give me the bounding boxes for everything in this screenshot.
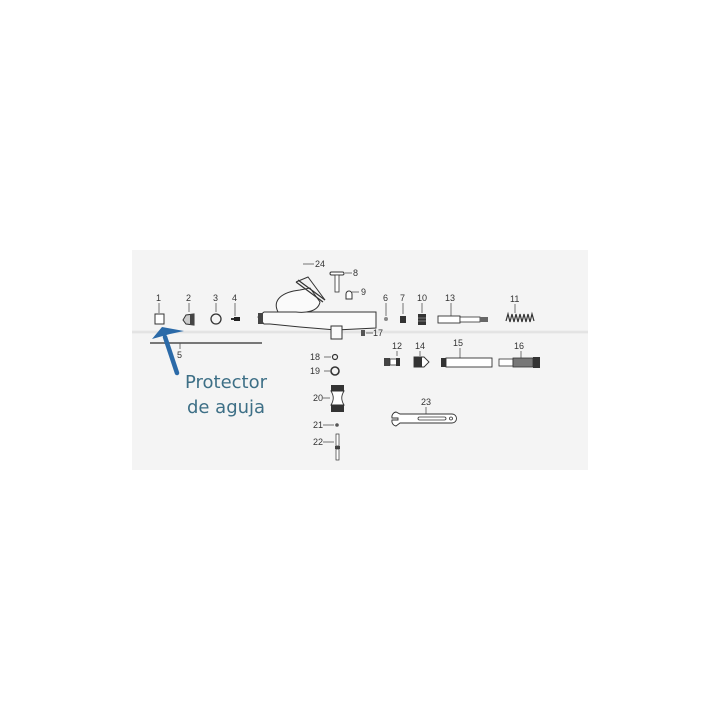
annotation-line-1: Protector <box>184 372 268 393</box>
part-7-guide: 7 <box>400 293 406 323</box>
part-17-screw: 17 <box>361 328 383 338</box>
svg-text:23: 23 <box>421 397 431 407</box>
svg-text:9: 9 <box>361 287 366 297</box>
paper-crease <box>132 330 588 334</box>
svg-text:6: 6 <box>383 293 388 303</box>
part-11-spring: 11 <box>505 294 535 323</box>
annotation-label: Protector de aguja <box>171 370 281 420</box>
svg-text:10: 10 <box>417 293 427 303</box>
svg-text:3: 3 <box>213 293 218 303</box>
part-14-adjust-nut: 14 <box>413 341 430 368</box>
part-2-nozzle-cap: 2 <box>182 293 195 326</box>
part-3-o-ring: 3 <box>210 293 222 325</box>
svg-text:12: 12 <box>392 341 402 351</box>
part-9-lever: 9 <box>345 287 366 300</box>
svg-text:5: 5 <box>177 350 182 360</box>
svg-text:11: 11 <box>510 294 519 304</box>
svg-text:14: 14 <box>415 341 425 351</box>
annotation-arrow <box>152 327 184 376</box>
part-21-valve-ball: 21 <box>313 420 339 430</box>
part-1-needle-cap: 1 <box>154 293 165 325</box>
part-10-needle-chucking-guide: 10 <box>417 293 427 325</box>
svg-text:4: 4 <box>232 293 237 303</box>
part-4-nozzle: 4 <box>231 293 240 321</box>
annotation-line-2: de aguja <box>186 397 266 418</box>
part-16-handle-cap: 16 <box>498 341 540 368</box>
svg-text:20: 20 <box>313 393 323 403</box>
svg-text:24: 24 <box>315 259 325 269</box>
svg-text:15: 15 <box>453 338 463 348</box>
svg-text:19: 19 <box>310 366 320 376</box>
airbrush-body <box>257 276 377 340</box>
svg-text:7: 7 <box>400 293 405 303</box>
svg-text:2: 2 <box>186 293 191 303</box>
svg-text:17: 17 <box>373 328 383 338</box>
svg-text:13: 13 <box>445 293 455 303</box>
part-13-spring-guide: 13 <box>437 293 488 324</box>
part-23-wrench: 23 <box>391 397 457 427</box>
part-6-ball: 6 <box>383 293 388 321</box>
part-12-needle-chucking-nut: 12 <box>384 341 402 366</box>
svg-text:18: 18 <box>310 352 320 362</box>
part-15-handle: 15 <box>441 338 493 368</box>
svg-text:8: 8 <box>353 268 358 278</box>
svg-text:22: 22 <box>313 437 323 447</box>
part-19-o-ring: 19 <box>310 366 340 376</box>
part-20-air-valve-body: 20 <box>313 385 345 412</box>
svg-text:21: 21 <box>313 420 323 430</box>
part-24-color-cup: 24 <box>303 259 325 269</box>
svg-text:1: 1 <box>156 293 161 303</box>
svg-text:16: 16 <box>514 341 524 351</box>
part-8-trigger: 8 <box>329 268 358 293</box>
part-22-valve-stem: 22 <box>313 433 340 461</box>
part-18-o-ring-small: 18 <box>310 352 339 362</box>
